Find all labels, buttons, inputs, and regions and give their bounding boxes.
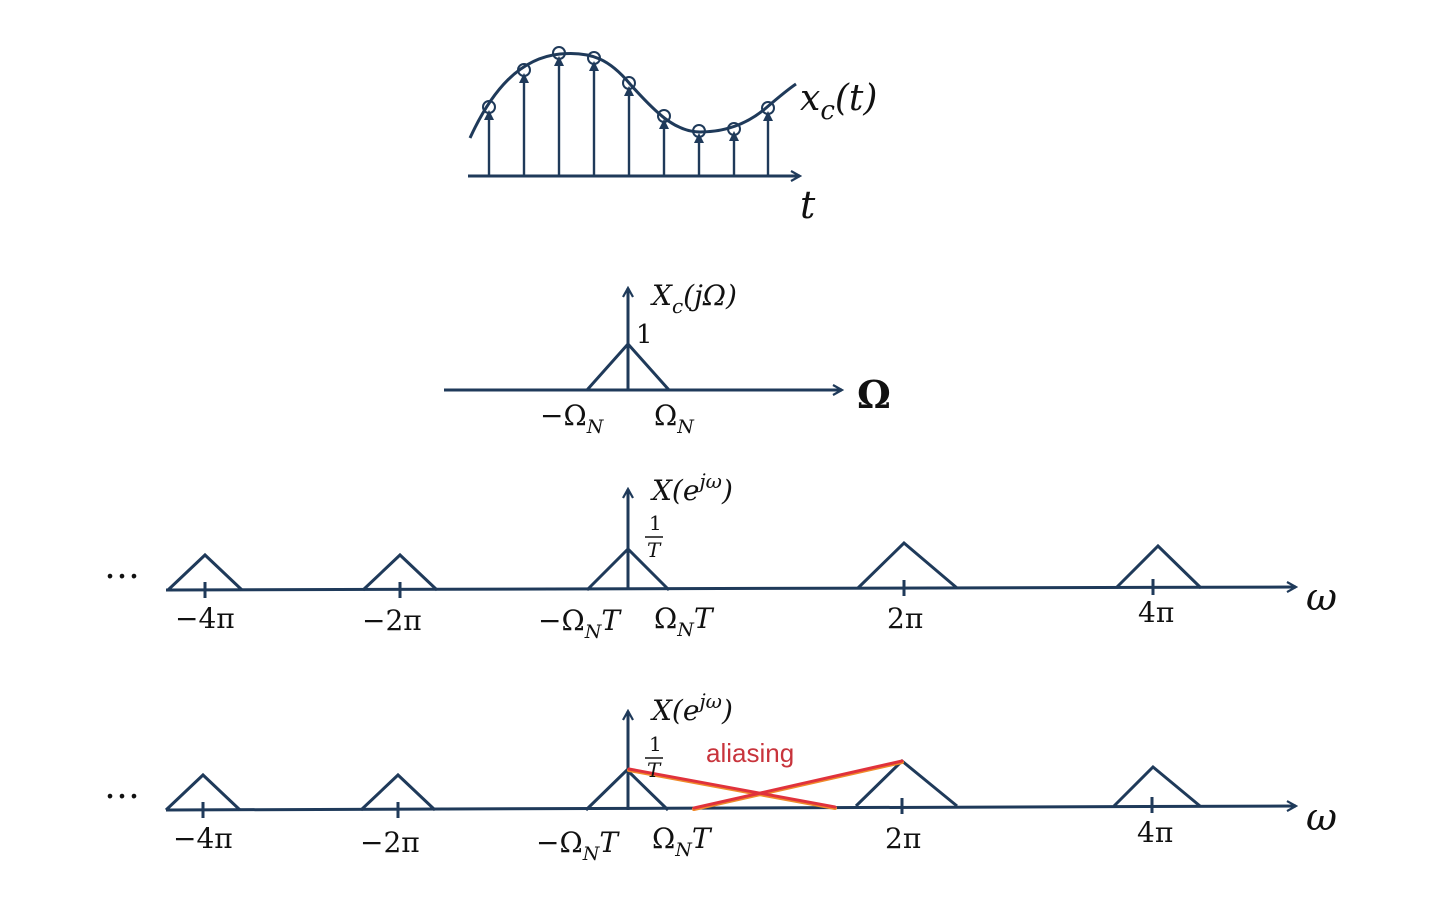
- continuous-spectrum-panel: Xc(jΩ) 1 Ω −ΩN ΩN: [444, 279, 891, 438]
- spectrum-replica-minus-4pi: [166, 552, 244, 592]
- ellipsis-left: …: [104, 546, 140, 587]
- tick-pos-omega-n: ΩN: [654, 399, 695, 438]
- tick-pos-omega-nt: ΩNT: [654, 602, 715, 641]
- sample-marker: [552, 46, 566, 60]
- tick-label-2pi: 2π: [887, 602, 923, 635]
- tick-label-4pi: 4π: [1138, 596, 1174, 629]
- dtft-label: X(ejω): [650, 689, 733, 727]
- aliasing-line-red: [627, 767, 837, 809]
- aliasing-annotation: aliasing: [706, 738, 794, 768]
- sample-marker: [727, 122, 741, 136]
- time-domain-panel: xc(t) t: [468, 46, 877, 227]
- spectrum-replica-2pi: [856, 540, 958, 590]
- sample-marker: [657, 109, 671, 123]
- peak-value-label: 1: [636, 320, 653, 350]
- spectrum-replica-4pi: [1114, 543, 1203, 590]
- spectrum-replica-minus-2pi: [359, 772, 437, 812]
- time-axis-label: t: [800, 183, 816, 227]
- aliasing-line-red: [692, 759, 904, 810]
- dtft-aliasing-panel: … aliasing X(ejω) 1 T ω −4π −2π 2π 4π −Ω…: [104, 689, 1337, 865]
- signal-label: xc(t): [800, 78, 877, 126]
- tick-label-minus-4pi: −4π: [173, 822, 233, 855]
- sample-marker: [622, 76, 636, 90]
- sample-marker: [482, 100, 496, 114]
- aliasing-overlap-lines: [627, 759, 904, 811]
- peak-fraction-num: 1: [649, 732, 662, 756]
- tick-label-minus-4pi: −4π: [175, 602, 235, 635]
- tick-label-4pi: 4π: [1137, 816, 1173, 849]
- sample-marker: [517, 63, 531, 77]
- sample-marker: [587, 51, 601, 65]
- spectrum-replica-baseband: [585, 546, 671, 592]
- omega-axis: [165, 587, 1296, 590]
- spectrum-replica-4pi: [1112, 764, 1201, 808]
- tick-label-minus-2pi: −2π: [362, 604, 422, 637]
- tick-label-minus-2pi: −2π: [360, 826, 420, 859]
- spectrum-replica-minus-4pi: [164, 772, 242, 812]
- dtft-panel: … X(ejω) 1 T ω −4π −2π 2π 4π −ΩNT ΩNT: [104, 469, 1337, 643]
- spectrum-replica-minus-2pi: [361, 552, 439, 592]
- omega-axis-label: ω: [1306, 795, 1337, 839]
- sample-marker: [761, 101, 775, 115]
- tick-neg-omega-n: −ΩN: [540, 399, 605, 438]
- ellipsis-left: …: [104, 766, 140, 807]
- continuous-signal-curve: [468, 51, 797, 139]
- omega-axis-label: ω: [1306, 575, 1337, 619]
- peak-fraction-den: T: [647, 538, 662, 562]
- sample-stems: [484, 56, 773, 176]
- dtft-label: X(ejω): [650, 469, 733, 507]
- sample-marker: [692, 124, 706, 138]
- tick-neg-omega-nt: −ΩNT: [536, 826, 620, 865]
- spectrum-label: Xc(jΩ): [650, 279, 737, 318]
- sample-circles: [482, 46, 775, 138]
- tick-label-2pi: 2π: [885, 822, 921, 855]
- omega-axis: [165, 806, 1296, 810]
- peak-fraction-num: 1: [649, 511, 662, 535]
- baseband-spectrum-triangle: [585, 341, 671, 391]
- tick-pos-omega-nt: ΩNT: [652, 822, 713, 861]
- omega-axis-label: Ω: [857, 372, 891, 417]
- peak-fraction-den: T: [647, 758, 662, 782]
- tick-neg-omega-nt: −ΩNT: [538, 604, 622, 643]
